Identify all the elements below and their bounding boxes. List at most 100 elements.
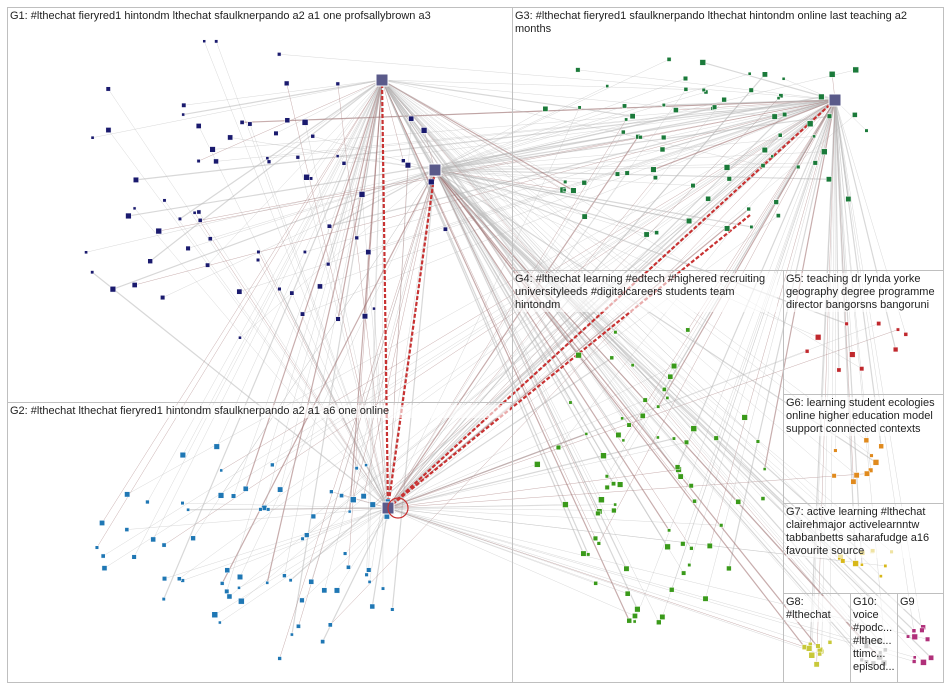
network-node	[876, 321, 882, 326]
group-label-g4: G4: #lthechat learning #edtech #highered…	[515, 273, 777, 312]
network-node	[596, 541, 601, 546]
network-edge	[366, 79, 383, 575]
network-node	[674, 464, 681, 470]
network-node	[703, 89, 709, 95]
network-edge	[657, 99, 836, 407]
network-node	[94, 545, 99, 550]
network-node	[672, 436, 676, 441]
network-edge	[709, 99, 836, 546]
network-edge	[434, 59, 670, 171]
network-node	[161, 542, 167, 548]
network-node	[812, 134, 816, 139]
network-edge	[91, 271, 389, 509]
network-edge	[182, 507, 389, 581]
network-edge	[381, 79, 867, 441]
network-edge	[353, 169, 436, 500]
network-edge	[108, 88, 389, 509]
network-node	[242, 485, 249, 492]
network-node	[369, 603, 376, 610]
network-node	[713, 435, 719, 441]
network-edge	[381, 79, 566, 183]
network-node	[831, 473, 837, 479]
network-edge	[434, 136, 815, 171]
network-node	[239, 120, 245, 125]
network-node	[661, 387, 667, 392]
network-node	[288, 578, 293, 583]
network-edge	[152, 79, 383, 540]
network-node	[301, 119, 309, 126]
network-edge	[164, 200, 389, 509]
network-node	[227, 134, 234, 141]
network-edge	[188, 169, 436, 249]
network-edge	[112, 169, 436, 290]
network-node	[760, 496, 766, 501]
network-node	[354, 466, 359, 471]
network-edge	[434, 106, 715, 171]
network-node	[778, 93, 784, 99]
network-node	[621, 129, 626, 135]
network-edge	[322, 507, 389, 642]
network-edge	[311, 169, 436, 582]
network-node	[683, 87, 689, 92]
network-edge	[291, 79, 383, 635]
network-node	[883, 564, 888, 568]
network-edge	[381, 79, 669, 548]
network-edge	[434, 91, 707, 171]
network-node	[872, 459, 880, 466]
network-node	[320, 639, 326, 644]
network-edge	[834, 99, 840, 370]
network-node	[335, 316, 341, 322]
network-edge	[387, 507, 819, 647]
network-node	[256, 249, 261, 254]
network-edge	[264, 79, 383, 508]
network-node	[326, 262, 331, 267]
network-node	[634, 606, 641, 613]
network-node	[277, 286, 282, 292]
group-label-g9: G9	[900, 596, 940, 609]
network-node	[226, 593, 233, 600]
network-node	[347, 509, 352, 514]
network-edge	[387, 507, 843, 562]
network-edge	[212, 99, 836, 150]
network-node	[177, 216, 182, 221]
network-edge	[434, 169, 599, 514]
network-node	[308, 578, 315, 585]
network-node	[213, 443, 220, 450]
network-node	[656, 619, 662, 625]
network-edge	[387, 507, 614, 511]
network-edge	[179, 99, 836, 579]
network-edge	[434, 169, 602, 500]
network-node	[879, 574, 883, 578]
network-node	[162, 198, 167, 203]
network-node	[815, 643, 821, 649]
network-node	[613, 330, 618, 335]
network-node	[869, 453, 874, 458]
network-edge	[387, 329, 899, 509]
group-label-g2: G2: #lthechat lthechat fieryred1 hintond…	[10, 405, 510, 418]
network-edge	[134, 208, 389, 509]
network-node	[919, 627, 925, 633]
network-node	[712, 104, 718, 110]
network-node	[721, 96, 727, 103]
network-edge	[577, 69, 836, 101]
network-edge	[192, 169, 436, 539]
network-node	[667, 373, 674, 380]
network-node	[626, 422, 632, 428]
network-edge	[381, 79, 615, 485]
network-node	[661, 134, 667, 141]
network-edge	[356, 468, 389, 509]
network-edge	[215, 41, 389, 509]
network-node	[321, 587, 328, 594]
network-node	[300, 311, 305, 317]
network-node	[604, 484, 610, 490]
network-edge	[381, 79, 619, 436]
network-node	[852, 560, 859, 567]
group-label-g8: G8: #lthechat	[786, 596, 848, 622]
network-node	[920, 659, 927, 666]
network-node	[155, 227, 162, 235]
network-node	[99, 520, 105, 526]
network-node	[177, 576, 182, 582]
network-node	[849, 351, 856, 358]
network-node	[760, 163, 766, 168]
